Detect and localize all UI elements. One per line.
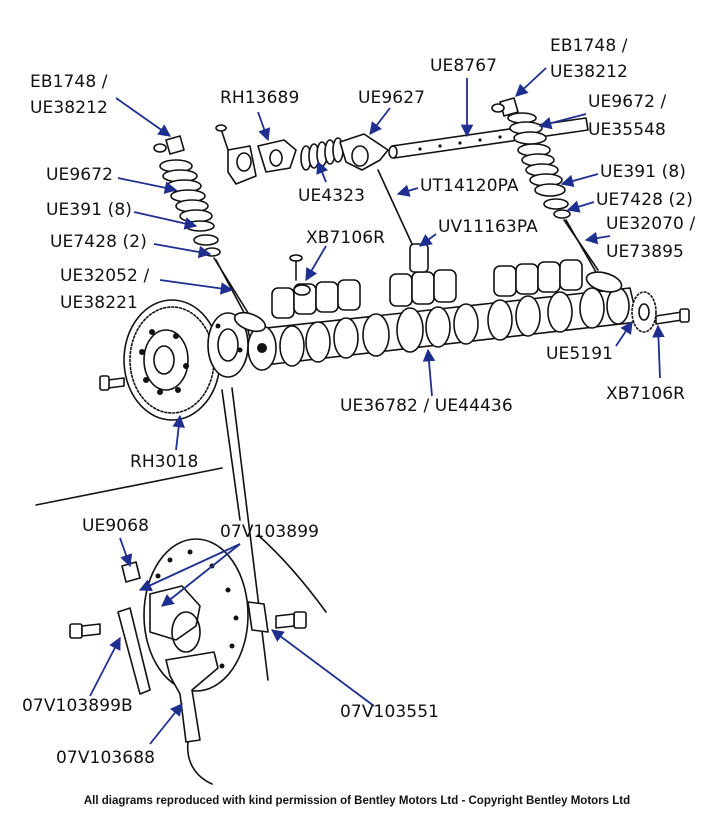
label-ue7428-left: UE7428 (2)	[50, 232, 147, 252]
label-eb1748-left-line1: EB1748 /	[30, 72, 108, 92]
label-xb7106r-top: XB7106R	[306, 228, 386, 248]
label-ue36782-ue44436: UE36782 / UE44436	[340, 396, 513, 416]
label-ue4323: UE4323	[298, 186, 366, 206]
rocker-shaft	[388, 117, 589, 159]
label-ue8767: UE8767	[430, 56, 498, 76]
cam-lobes	[279, 287, 630, 367]
label-ue5191: UE5191	[546, 344, 614, 364]
locating-bolt	[289, 254, 303, 281]
end-sprocket	[631, 291, 690, 333]
label-xb7106r-right: XB7106R	[606, 384, 686, 404]
label-ue73895: UE73895	[606, 242, 684, 262]
tappet-blocks-left	[271, 279, 361, 319]
label-ue9672-right-line1: UE9672 /	[588, 92, 667, 112]
rocker-parts-left	[215, 124, 297, 185]
label-07v103551: 07V103551	[340, 702, 440, 722]
label-ut14120pa: UT14120PA	[420, 176, 519, 196]
label-ue9068: UE9068	[82, 516, 150, 536]
timing-gear	[123, 299, 221, 421]
label-ue32070-line1: UE32070 /	[606, 214, 696, 234]
label-eb1748-right-line1: EB1748 /	[550, 36, 628, 56]
label-ue38221: UE38221	[60, 293, 138, 313]
label-ue38212-left: UE38212	[30, 98, 108, 118]
label-07v103688: 07V103688	[56, 748, 156, 768]
label-ue38212-right: UE38212	[550, 62, 628, 82]
camshaft	[247, 287, 639, 371]
rocker-arm	[339, 133, 389, 171]
label-07v103899: 07V103899	[220, 522, 320, 542]
right-valve-assembly	[491, 97, 623, 293]
label-ue35548: UE35548	[588, 120, 666, 140]
label-07v103899b: 07V103899B	[22, 696, 133, 716]
lower-bolt-right	[275, 611, 307, 629]
label-uv11163pa: UV11163PA	[438, 217, 538, 237]
left-valve-spring	[159, 159, 221, 257]
label-rh13689: RH13689	[220, 88, 300, 108]
lower-bolt-left	[69, 623, 101, 639]
thrust-plate	[207, 312, 249, 378]
label-ue9627: UE9627	[358, 88, 426, 108]
label-ue32052-line1: UE32052 /	[60, 266, 150, 286]
label-rh3018: RH3018	[130, 452, 199, 472]
pushrod	[377, 169, 413, 245]
label-ue391-right: UE391 (8)	[600, 162, 687, 182]
label-ue9672-left: UE9672	[46, 165, 114, 185]
label-ue7428-right: UE7428 (2)	[596, 190, 693, 210]
label-ue391-left: UE391 (8)	[46, 200, 133, 220]
tappet-blocks-middle	[389, 243, 457, 307]
rocker-spring	[300, 137, 344, 171]
gear-bolt	[99, 375, 125, 391]
leader-lines	[89, 67, 665, 745]
right-valve-spring	[507, 112, 571, 219]
copyright-footer: All diagrams reproduced with kind permis…	[83, 795, 631, 807]
tappet-blocks-right	[493, 259, 583, 297]
